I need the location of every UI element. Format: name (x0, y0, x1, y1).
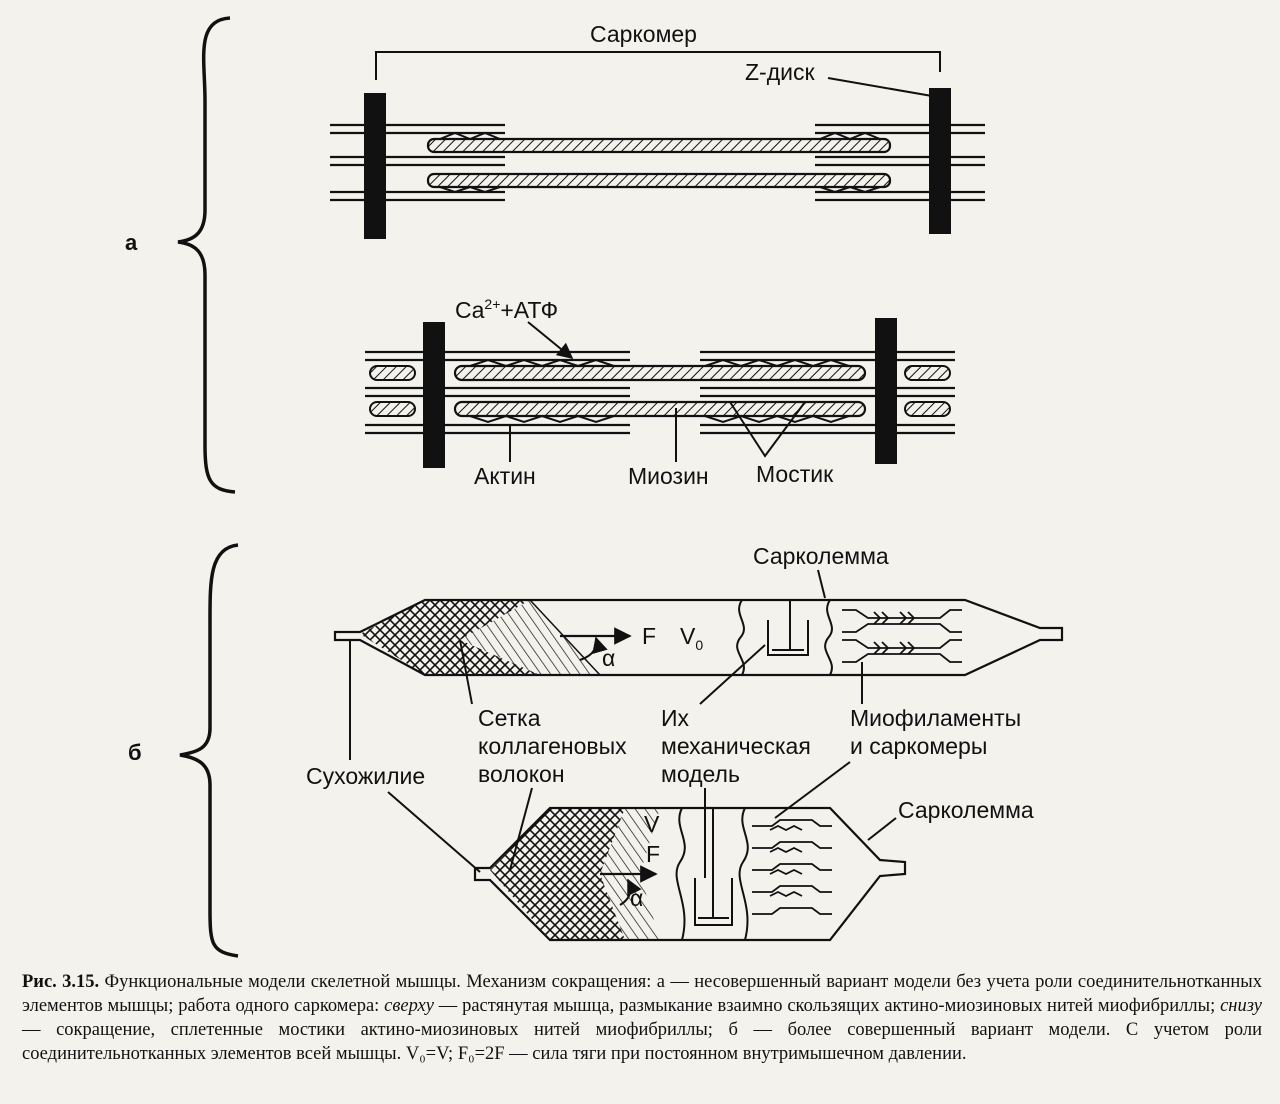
v0-label: V0 (680, 623, 703, 653)
sarcolemma-bottom-leader (867, 817, 897, 841)
alpha-bottom-label: α (630, 885, 643, 911)
force-top-label: F (642, 623, 656, 649)
myofilaments-leader-bottom (774, 761, 851, 819)
v-bottom-label: V (644, 811, 660, 837)
myosin-label: Миозин (628, 463, 709, 489)
z-disc-right-contracted (875, 318, 897, 464)
force-bottom-label: F (646, 841, 660, 867)
z-disc-right (929, 88, 951, 234)
collagen-leader-top (459, 639, 473, 705)
bridge-label: Мостик (756, 461, 834, 487)
z-disc-leader (827, 77, 933, 97)
actin-label: Актин (474, 463, 536, 489)
collagen-leader-bottom (509, 787, 533, 871)
tendon-leader-bottom (387, 791, 481, 873)
part-a-label: а (125, 230, 138, 255)
caption-emphasis-top: сверху (384, 996, 434, 1016)
myofilaments-label-1: Миофиламенты (850, 705, 1021, 731)
collagen-label-2: коллагеновых (478, 733, 627, 759)
alpha-top-label: α (602, 645, 615, 671)
collagen-label-3: волокон (478, 761, 565, 787)
z-disc-left (364, 93, 386, 239)
brace-a (177, 16, 236, 494)
sarcolemma-top-leader (817, 569, 826, 599)
caption-emphasis-bottom: снизу (1220, 996, 1263, 1016)
z-disc-label: Z-диск (745, 59, 815, 85)
ca-atp-arrow (527, 321, 574, 360)
tendon-label: Сухожилие (306, 763, 425, 789)
sarcolemma-top-label: Сарколемма (753, 543, 889, 569)
part-a: а Саркомер Z-диск (125, 16, 985, 494)
model-label-1: Их (661, 705, 690, 731)
part-b-label: б (128, 740, 142, 765)
caption-text-1: Функциональные модели скелетной мышцы. М… (22, 972, 1262, 1016)
caption-text-3: — сокращение, сплетенные мостики актино-… (22, 1020, 1262, 1064)
muscle-model-diagram: а Саркомер Z-диск (125, 16, 1064, 958)
ca-atp-label: Ca2++АТФ (455, 296, 558, 323)
caption-text-2: — растянутая мышца, размыкание взаимно с… (433, 996, 1221, 1016)
bridge-leader (729, 401, 806, 458)
figure-caption: Рис. 3.15. Функциональные модели скелетн… (22, 970, 1262, 1066)
part-b: б F V0 (128, 543, 1064, 958)
sarcomere-stretched (330, 88, 985, 239)
sarcomere-label: Саркомер (590, 21, 697, 47)
muscle-stretched (333, 598, 1064, 677)
caption-label: Рис. 3.15. (22, 972, 100, 992)
sarcomere-contracted (365, 318, 955, 468)
model-leader-top (699, 644, 766, 705)
collagen-label-1: Сетка (478, 705, 541, 731)
sarcomere-bracket (375, 51, 941, 80)
brace-b (179, 543, 239, 958)
model-label-3: модель (661, 761, 740, 787)
muscle-contracted (473, 806, 907, 942)
sarcolemma-bottom-label: Сарколемма (898, 797, 1034, 823)
model-label-2: механическая (661, 733, 811, 759)
z-disc-left-contracted (423, 322, 445, 468)
myofilaments-label-2: и саркомеры (850, 733, 987, 759)
